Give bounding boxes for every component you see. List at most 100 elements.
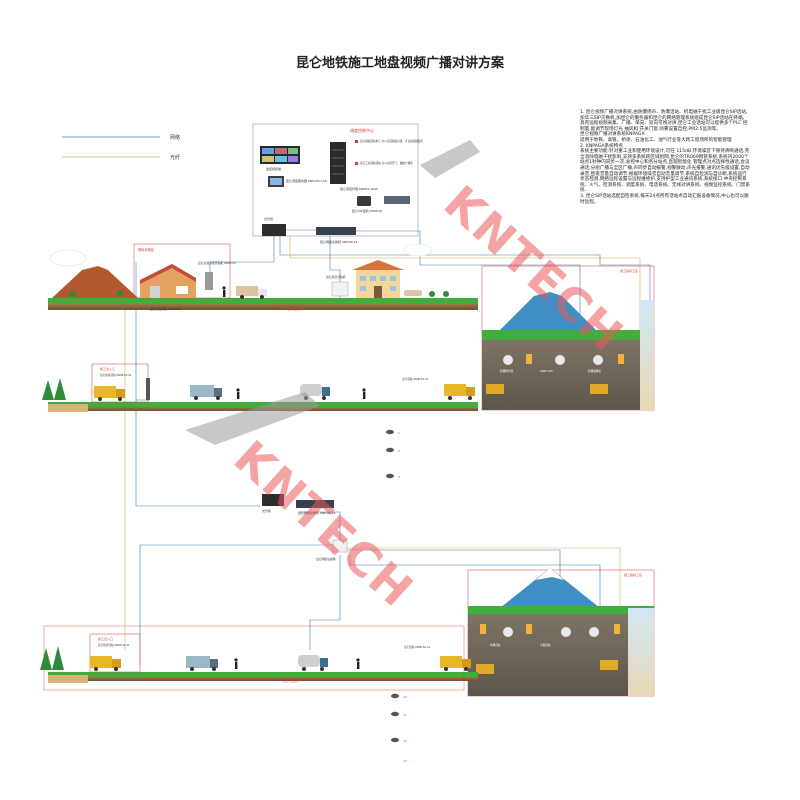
device-mid-label-1: 昆仑话站 KN0P-81-S1 (402, 377, 429, 381)
mixer-truck-icon-2 (298, 655, 320, 667)
step-label-3: 3 (398, 475, 400, 479)
surface-scene-2: 施工出入口 昆仑防水话站 KN0P-01-S1 昆仑话站 KN0P-81-S1 … (42, 363, 478, 412)
tunnel-camera-icon-3 (561, 627, 571, 637)
relay-box-label: 昆仑网络设备箱 (316, 557, 336, 561)
legend-optical-label: 光纤 (170, 154, 180, 161)
watermark-arrow-1 (185, 392, 320, 445)
relay-converter-label: 光纤机 (262, 508, 271, 513)
control-legend-a: 昆仑视频话站单元,可以实现视频对讲、声音和视频监控 (360, 139, 423, 143)
relay-box (332, 539, 348, 553)
truck-icon-1 (236, 286, 258, 296)
pine-tree-icon-4 (52, 646, 64, 670)
pine-tree-icon-2 (54, 378, 66, 400)
step-label-7: 13 (403, 759, 407, 763)
office-relay-box (331, 281, 349, 297)
tunnel-phone-icon-3 (480, 624, 486, 634)
description-paragraph-2: 昆仑视频广播对讲系统KNPAGA (580, 132, 645, 138)
core-switch (316, 227, 356, 235)
office-relay-label: 昆仑综合话站机 (326, 275, 346, 279)
tunnel-cam-label-2: 可视话站 (540, 643, 551, 647)
box-truck-icon-1 (190, 385, 214, 397)
system-description: 1. 昆仑视频广播对讲系统,由防爆扬声、防爆话站、机电磁干扰工业级昆仑SIP话站… (580, 110, 750, 205)
control-switch (384, 196, 410, 204)
tunnel-phone-icon-4 (526, 624, 532, 634)
server-label: 昆仑调度服务器 KN6100-100 (286, 178, 327, 183)
pine-tree-icon-3 (40, 648, 52, 670)
description-paragraph-3: 适用于地铁、高铁、桥梁、石油化工、油气行业等大跨工程场所的智能管理 (580, 137, 732, 143)
step-marker-5 (391, 711, 399, 717)
exit-2-device-label: 昆仑防水话站 KN0P-01-S1 (98, 643, 130, 647)
worker-icon-1 (222, 286, 226, 290)
tunnel-mountain-icon (500, 282, 596, 330)
control-center: 调度控制中心 监控视频墙 昆仑调度服务器 KN6100-100 昆仑SIP话机 … (252, 123, 423, 237)
step-label-5: 11 (403, 713, 407, 717)
worker-icon-4 (234, 658, 238, 662)
step-label-6: 12 (403, 739, 407, 743)
tunnel-phone-label-2: 防爆话站 (490, 643, 501, 647)
step-marker-6 (391, 737, 399, 743)
road-label-3: 入口广告信号 (282, 679, 299, 683)
tunnel-camera-icon-2 (593, 355, 603, 365)
exit-1-device-label: 昆仑防水话站 KN0P-01-S1 (100, 373, 132, 377)
relay-converter (262, 494, 284, 506)
worker-icon-5 (356, 658, 360, 662)
fiber-converter-top (262, 224, 286, 236)
pine-tree-icon-1 (42, 380, 54, 400)
tunnel-speaker-icon-1 (503, 355, 513, 365)
surface-scene-1: 钢轨存储区 昆仑负载智能话站机 KN0P-41 昆仑工业话站 KN0P-43A … (48, 243, 478, 311)
tunnel-body-1 (482, 340, 654, 410)
dump-truck-icon-1 (94, 386, 116, 398)
watermark-arrows (185, 140, 480, 445)
road-label-1: 入口广告信号 (285, 307, 302, 311)
mountain-icon (52, 258, 138, 298)
excavator-icon-4 (600, 660, 618, 670)
tunnel-phone-icon-2 (618, 354, 624, 364)
server-rack (330, 142, 346, 184)
worker-icon-2 (236, 388, 240, 392)
tunnel-section-1: 施工临时工区 防爆扬声器 KN0P-100 防爆摄像机 (481, 265, 655, 411)
box-truck-icon-2 (186, 656, 210, 668)
dump-truck-icon-4 (440, 656, 462, 668)
dump-truck-icon-2 (444, 384, 466, 396)
video-wall-label: 监控视频墙 (266, 166, 281, 171)
step-marker-3 (386, 473, 394, 479)
tunnel-phone-icon-1 (526, 354, 532, 364)
description-paragraph-5: 系统主要功能:针对重工业和使用环境设计,可在 115dB 环境噪音下保持清晰通话… (580, 149, 750, 194)
vehicle-icon-1 (404, 290, 422, 296)
pc-label: 昆仑调度管理 KNPDS-1000 (340, 186, 378, 191)
relay-switch-label: 昆仑网络交换机 KNFSW-24 (298, 510, 336, 515)
cargo-yard-title: 钢轨存储区 (138, 247, 155, 252)
control-center-title: 调度控制中心 (350, 127, 374, 133)
description-paragraph-1: 1. 昆仑视频广播对讲系统,由防爆扬声、防爆话站、机电磁干扰工业级昆仑SIP话站… (580, 110, 748, 132)
grass-strip-2 (48, 402, 478, 407)
page-title: 昆仑地铁施工地盘视频广播对讲方案 (295, 56, 504, 71)
tunnel-section-2-title: 施工临时工区 (624, 572, 642, 577)
step-marker-2 (386, 447, 394, 453)
sip-phone-icon (357, 196, 371, 206)
fiber-converter-top-label: 光纤机 (264, 216, 273, 221)
excavator-icon-1 (486, 384, 504, 394)
relay-switch (296, 500, 334, 508)
grass-strip-3 (48, 672, 478, 677)
tunnel-phone-icon-5 (614, 624, 620, 634)
crane-icon (205, 272, 213, 290)
step-label-1: 1 (398, 431, 400, 435)
core-switch-label: 昆仑网络交换机 KNFSW-24 (320, 239, 358, 244)
legend-network-label: 网络 (170, 134, 180, 141)
tunnel-camera-icon-4 (589, 627, 599, 637)
sip-phone-label: 昆仑SIP话机 KNSP-60 (352, 208, 382, 213)
tunnel-speaker-icon-2 (503, 627, 513, 637)
tunnel-cam-label-1: 防爆摄像机 (588, 369, 601, 373)
cargo-device-label: 昆仑负载智能话站机 KN0P-41 (198, 261, 236, 265)
excavator-icon-2 (590, 384, 608, 394)
tunnel-body-2 (468, 614, 628, 696)
step-label-4: 10 (403, 695, 407, 699)
exit-2-frame (89, 633, 141, 673)
cargo-device2-label: 昆仑工业话站 KN0P-43A (150, 307, 182, 311)
surface-scene-3: 施工出入口 昆仑防水话站 KN0P-01-S1 昆仑话站 KN0P-81-S1 … (40, 625, 478, 691)
tunnel-camera-icon-1 (555, 355, 565, 365)
description-paragraph-6: 3. 昆仑SIP话站选配自检系统,每天24点所有话站点自动汇报设备情况,中心也可… (580, 193, 749, 205)
soil-strip-1 (48, 304, 478, 310)
watermark-arrow-2 (420, 140, 480, 178)
legend: 网络 光纤 (62, 134, 180, 161)
